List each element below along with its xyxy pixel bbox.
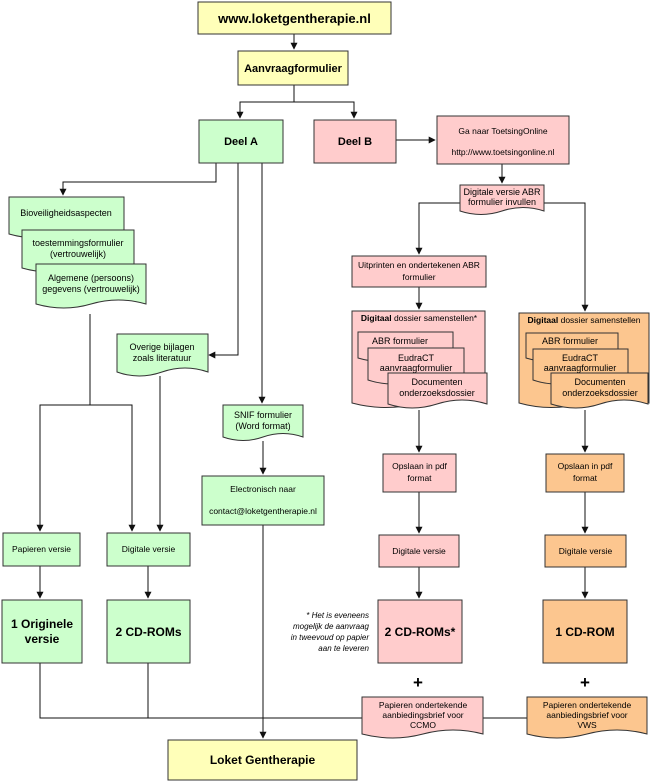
digitale-versie-orange-label: Digitale versie xyxy=(559,546,613,556)
eudract-orange-label-1: EudraCT xyxy=(562,353,599,363)
opslaan-pink-box: Opslaan in pdf format xyxy=(382,453,457,493)
snif-label-1: SNIF formulier xyxy=(234,410,292,420)
deel-a-label: Deel A xyxy=(224,136,258,148)
dossier-pink-rest: dossier samenstellen* xyxy=(392,313,478,323)
brief-ccmo-label-1: Papieren ondertekende xyxy=(379,700,468,710)
overige-label-1: Overige bijlagen xyxy=(129,342,194,352)
abr-formulier-orange-label: ABR formulier xyxy=(542,336,598,346)
opslaan-orange-label-2: format xyxy=(573,473,598,483)
documenten-orange-label-2: onderzoeksdossier xyxy=(562,388,638,398)
algemene-label-1: Algemene (persoons) xyxy=(48,273,134,283)
digitale-versie-green-label: Digitale versie xyxy=(122,544,176,554)
opslaan-pink-label-2: format xyxy=(407,473,432,483)
overige-bijlagen-doc: Overige bijlagen zoals literatuur xyxy=(116,333,209,377)
connectors xyxy=(36,34,589,739)
footnote-line-1: * Het is eveneens xyxy=(306,611,369,620)
documenten-pink-label-2: onderzoeksdossier xyxy=(399,388,475,398)
opslaan-orange-box: Opslaan in pdf format xyxy=(545,453,625,493)
algemene-label-2: gegevens (vertrouwelijk) xyxy=(42,284,140,294)
aanvraagformulier-box: Aanvraagformulier xyxy=(237,50,349,86)
abr-formulier-pink-label: ABR formulier xyxy=(372,336,428,346)
uitprinten-label-2: formulier xyxy=(402,272,435,282)
electronisch-box: Electronisch naar contact@loketgentherap… xyxy=(201,475,325,526)
brief-ccmo-doc: Papieren ondertekende aanbiedingsbrief v… xyxy=(361,696,484,739)
electronisch-label-2: contact@loketgentherapie.nl xyxy=(209,506,317,516)
toetsing-label-1: Ga naar ToetsingOnline xyxy=(458,126,547,136)
digitale-versie-pink-label: Digitale versie xyxy=(392,546,446,556)
snif-label-2: (Word format) xyxy=(235,421,290,431)
opslaan-orange-label-1: Opslaan in pdf xyxy=(558,461,613,471)
website-box: www.loketgentherapie.nl xyxy=(197,1,392,35)
overige-label-2: zoals literatuur xyxy=(133,353,192,363)
brief-vws-label-3: VWS xyxy=(577,720,597,730)
eudract-pink-label-2: aanvraagformulier xyxy=(380,363,453,373)
toetsing-box: Ga naar ToetsingOnline http://www.toetsi… xyxy=(436,115,570,165)
brief-vws-doc: Papieren ondertekende aanbiedingsbrief v… xyxy=(526,696,648,739)
footnote-line-3: in tweevoud op papier xyxy=(291,633,370,642)
eudract-pink-label-1: EudraCT xyxy=(398,353,435,363)
documenten-pink-label-1: Documenten xyxy=(411,377,462,387)
deel-b-label: Deel B xyxy=(338,136,372,148)
cdroms-2-box: 2 CD-ROMs xyxy=(106,599,191,664)
uitprinten-label-1: Uitprinten en ondertekenen ABR xyxy=(358,260,480,270)
aanvraagformulier-label: Aanvraagformulier xyxy=(244,63,343,75)
footnote-line-2: mogelijk de aanvraag xyxy=(293,622,370,631)
cdrom-1-box: 1 CD-ROM xyxy=(542,599,628,664)
brief-ccmo-label-3: CCMO xyxy=(410,720,436,730)
dossier-orange-bold: Digitaal xyxy=(528,315,559,325)
deel-a-documents: Bioveiligheidsaspecten toestemmingsformu… xyxy=(8,196,147,309)
brief-vws-label-1: Papieren ondertekende xyxy=(543,700,632,710)
eudract-orange-label-2: aanvraagformulier xyxy=(544,363,617,373)
papieren-versie-box: Papieren versie xyxy=(2,532,81,567)
cdrom-1-label: 1 CD-ROM xyxy=(555,625,614,639)
brief-vws-label-2: aanbiedingsbrief voor xyxy=(546,710,627,720)
plus-sign-orange: + xyxy=(580,673,590,692)
dossier-pink-title: Digitaal dossier samenstellen* xyxy=(361,313,478,323)
cdroms-2-star-label: 2 CD-ROMs* xyxy=(385,625,456,639)
abr-digital-doc: Digitale versie ABR formulier invullen xyxy=(459,184,545,215)
plus-sign-pink: + xyxy=(413,673,423,692)
originele-label-1: 1 Originele xyxy=(11,617,73,631)
loket-gentherapie-label: Loket Gentherapie xyxy=(210,753,316,767)
cdroms-2-star-box: 2 CD-ROMs* xyxy=(377,599,463,664)
footnote: * Het is eveneens mogelijk de aanvraag i… xyxy=(291,611,370,653)
digitale-versie-orange-box: Digitale versie xyxy=(544,534,627,568)
footnote-line-4: aan te leveren xyxy=(318,644,369,653)
toestemming-label-1: toestemmingsformulier xyxy=(32,238,123,248)
digitale-versie-pink-box: Digitale versie xyxy=(378,534,460,568)
snif-doc: SNIF formulier (Word format) xyxy=(222,404,304,441)
bioveiligheid-label: Bioveiligheidsaspecten xyxy=(20,208,112,218)
toestemming-label-2: (vertrouwelijk) xyxy=(50,249,106,259)
opslaan-pink-label-1: Opslaan in pdf xyxy=(392,461,447,471)
originele-versie-box: 1 Originele versie xyxy=(1,599,83,664)
papieren-versie-label: Papieren versie xyxy=(12,544,71,554)
documenten-orange-label-1: Documenten xyxy=(574,377,625,387)
dossier-orange-title: Digitaal dossier samenstellen xyxy=(528,315,641,325)
website-label: www.loketgentherapie.nl xyxy=(217,11,371,26)
brief-ccmo-label-2: aanbiedingsbrief voor xyxy=(382,710,463,720)
dossier-pink-group: Digitaal dossier samenstellen* ABR formu… xyxy=(351,310,488,409)
dossier-pink-bold: Digitaal xyxy=(361,313,392,323)
loket-gentherapie-box: Loket Gentherapie xyxy=(167,739,358,781)
abr-digital-label-1: Digitale versie ABR xyxy=(463,187,541,197)
deel-b-box: Deel B xyxy=(313,119,397,164)
digitale-versie-green-box: Digitale versie xyxy=(106,532,191,567)
originele-label-2: versie xyxy=(25,632,60,646)
electronisch-label-1: Electronisch naar xyxy=(230,484,296,494)
dossier-orange-rest: dossier samenstellen xyxy=(558,315,640,325)
deel-a-box: Deel A xyxy=(198,119,284,164)
abr-digital-label-2: formulier invullen xyxy=(468,197,536,207)
toetsing-label-2: http://www.toetsingonline.nl xyxy=(451,147,554,157)
cdroms-2-label: 2 CD-ROMs xyxy=(115,625,181,639)
uitprinten-box: Uitprinten en ondertekenen ABR formulier xyxy=(351,255,487,288)
dossier-orange-group: Digitaal dossier samenstellen ABR formul… xyxy=(518,312,650,409)
